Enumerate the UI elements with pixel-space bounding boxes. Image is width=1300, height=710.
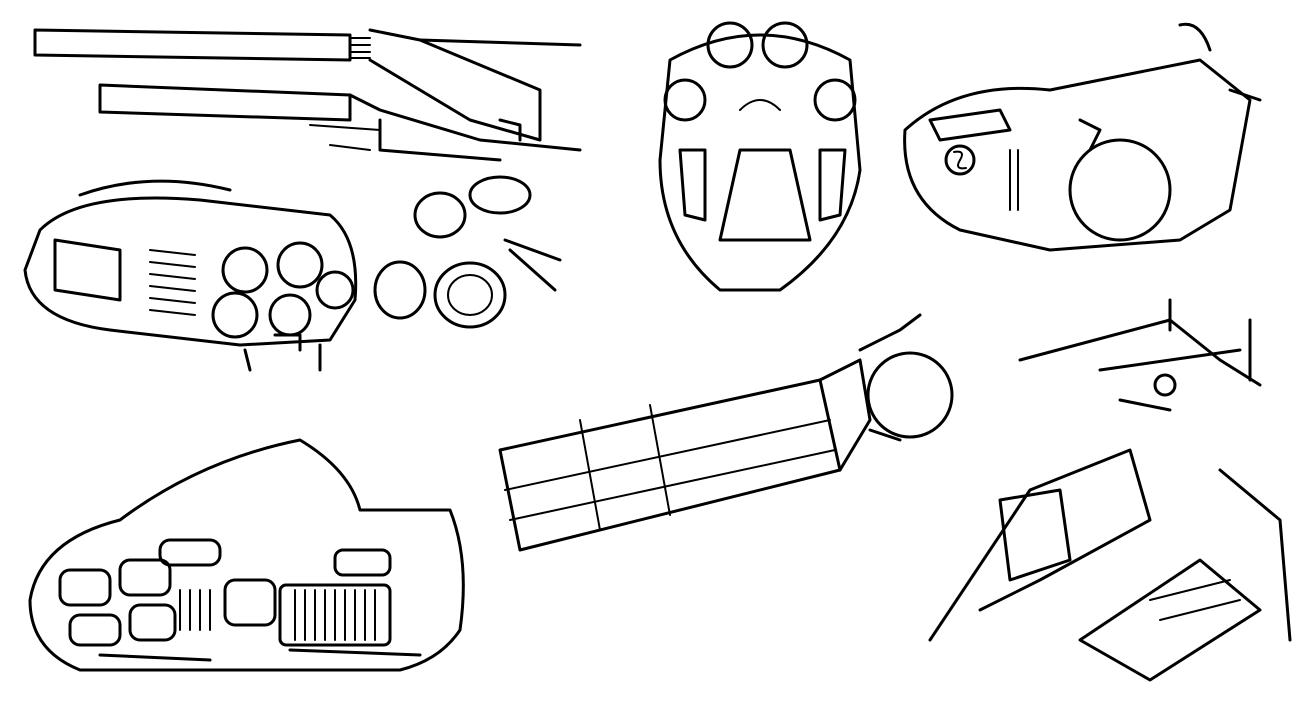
head-front-drawing bbox=[658, 21, 862, 292]
joint-mechanism-drawing bbox=[928, 298, 1292, 682]
pod-with-ports-drawing bbox=[23, 179, 358, 372]
ring-cluster-drawing bbox=[373, 175, 562, 329]
head-side-drawing bbox=[903, 22, 1262, 252]
twin-barrels-drawing bbox=[33, 28, 582, 162]
armor-panel-drawing bbox=[28, 438, 465, 672]
arm-drawing bbox=[498, 313, 954, 552]
